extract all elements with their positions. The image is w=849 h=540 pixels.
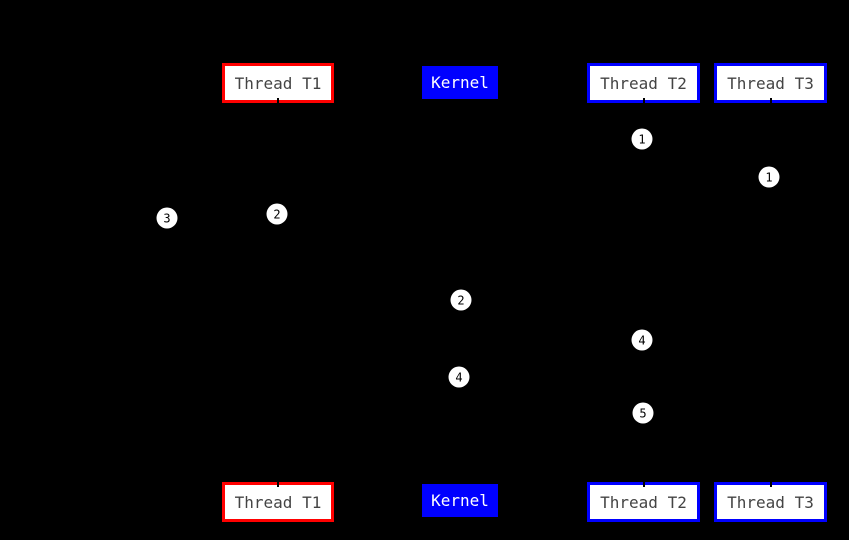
actor-label: Thread T1 [234, 492, 322, 512]
lifeline-tick [277, 479, 279, 487]
step-marker-3: 3 [156, 207, 178, 229]
step-marker-4: 4 [631, 329, 653, 351]
actor-box-thread-t3-bottom: Thread T3 [714, 482, 827, 522]
step-marker-5: 5 [632, 402, 654, 424]
actor-box-kernel-bottom: Kernel [422, 484, 498, 517]
actor-box-kernel-top: Kernel [422, 66, 498, 99]
actor-label: Thread T3 [727, 492, 814, 512]
actor-box-thread-t2-bottom: Thread T2 [587, 482, 700, 522]
actor-box-thread-t1-bottom: Thread T1 [222, 482, 334, 522]
actor-label: Thread T3 [727, 73, 814, 93]
actor-box-thread-t3-top: Thread T3 [714, 63, 827, 103]
step-marker-4: 4 [448, 366, 470, 388]
actor-label: Thread T2 [600, 73, 687, 93]
actor-box-thread-t2-top: Thread T2 [587, 63, 700, 103]
actor-label: Thread T1 [234, 73, 322, 93]
step-marker-1: 1 [631, 128, 653, 150]
lifeline-tick [277, 98, 279, 106]
lifeline-tick [769, 479, 772, 487]
actor-label: Kernel [431, 73, 489, 92]
step-marker-1: 1 [758, 166, 780, 188]
lifeline-tick [642, 98, 645, 106]
actor-box-thread-t1-top: Thread T1 [222, 63, 334, 103]
lifeline-tick [642, 479, 645, 487]
actor-label: Thread T2 [600, 492, 687, 512]
step-marker-2: 2 [450, 289, 472, 311]
lifeline-tick [769, 98, 772, 106]
step-marker-2: 2 [266, 203, 288, 225]
actor-label: Kernel [431, 491, 489, 510]
